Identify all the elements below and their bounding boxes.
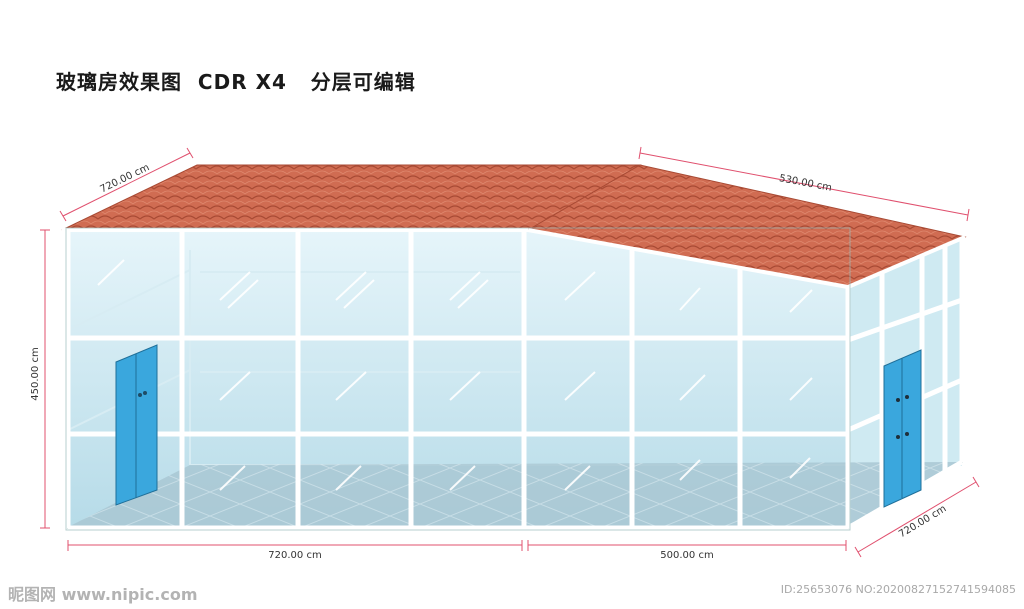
dim-side-depth: 720.00 cm bbox=[897, 503, 948, 540]
watermark-id: ID:25653076 NO:20200827152741594085 bbox=[780, 583, 1016, 596]
page-title: 玻璃房效果图 CDR X4 分层可编辑 bbox=[56, 70, 416, 94]
dim-front-left: 720.00 cm bbox=[268, 550, 321, 561]
left-door bbox=[115, 344, 158, 506]
dimension-lines bbox=[40, 146, 980, 558]
window-frame bbox=[65, 230, 965, 531]
right-door bbox=[883, 349, 922, 508]
glass-glare bbox=[97, 259, 813, 491]
tiled-floor bbox=[70, 462, 962, 526]
dim-height: 450.00 cm bbox=[30, 347, 41, 400]
watermark-site: 昵图网 www.nipic.com bbox=[8, 585, 198, 604]
tile-roof bbox=[61, 164, 967, 289]
dim-front-right: 500.00 cm bbox=[660, 550, 713, 561]
dim-roof-right: 530.00 cm bbox=[778, 173, 833, 194]
